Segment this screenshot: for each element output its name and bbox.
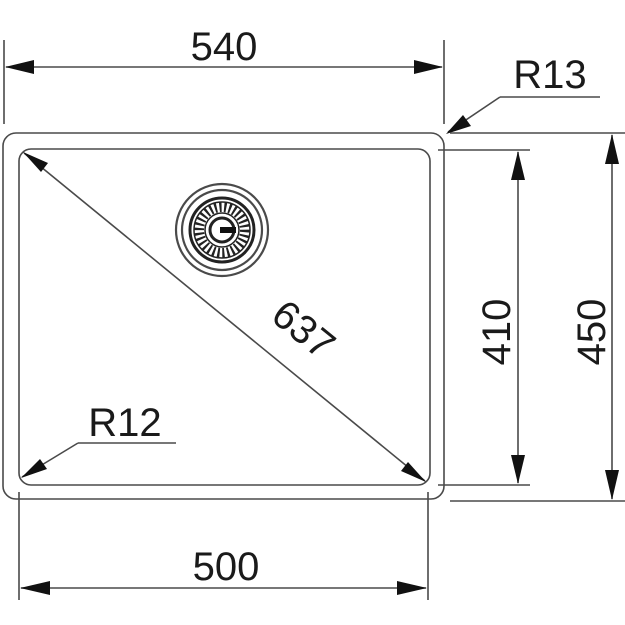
top-dimension-540: 540 <box>3 25 445 124</box>
arrowhead-down-icon <box>605 470 619 500</box>
radius-callout-r13: R13 <box>446 53 600 134</box>
arrowhead-down-icon <box>511 455 525 484</box>
radius-label-r12: R12 <box>88 401 161 445</box>
outer-sink-rim <box>2 132 445 500</box>
radius-label-r13: R13 <box>513 53 586 97</box>
strainer-slot-inner-ring <box>204 212 240 248</box>
leader-arrowhead-icon <box>21 459 47 478</box>
arrowhead-up-icon <box>605 134 619 164</box>
inner-bowl-outline <box>18 148 431 486</box>
dimension-label-540: 540 <box>191 25 258 69</box>
strainer-handle <box>220 227 236 233</box>
drain-strainer-icon <box>174 182 270 278</box>
drain-ring <box>180 188 264 272</box>
radius-callout-r12: R12 <box>21 401 176 478</box>
bottom-dimension-500: 500 <box>18 492 429 600</box>
drain-outer-ring <box>174 182 270 278</box>
arrowhead-right-icon <box>397 581 427 595</box>
arrowhead-bottom-right-icon <box>401 462 426 482</box>
diagonal-line <box>23 152 426 482</box>
dimension-label-450: 450 <box>570 299 614 366</box>
arrowhead-top-left-icon <box>23 152 48 172</box>
strainer-slots <box>194 202 250 258</box>
arrowhead-right-icon <box>414 60 443 74</box>
right-dimension-410: 410 <box>438 149 530 486</box>
dimension-label-410: 410 <box>475 299 519 366</box>
strainer-slot-outer-ring <box>193 201 251 259</box>
dimension-label-500: 500 <box>193 545 260 589</box>
strainer-rim <box>188 196 256 264</box>
arrowhead-left-icon <box>20 581 50 595</box>
leader-arrowhead-icon <box>446 115 471 134</box>
right-dimension-450: 450 <box>450 132 625 502</box>
arrowhead-up-icon <box>511 151 525 180</box>
arrowhead-left-icon <box>5 60 34 74</box>
dimension-label-637: 637 <box>263 292 343 368</box>
